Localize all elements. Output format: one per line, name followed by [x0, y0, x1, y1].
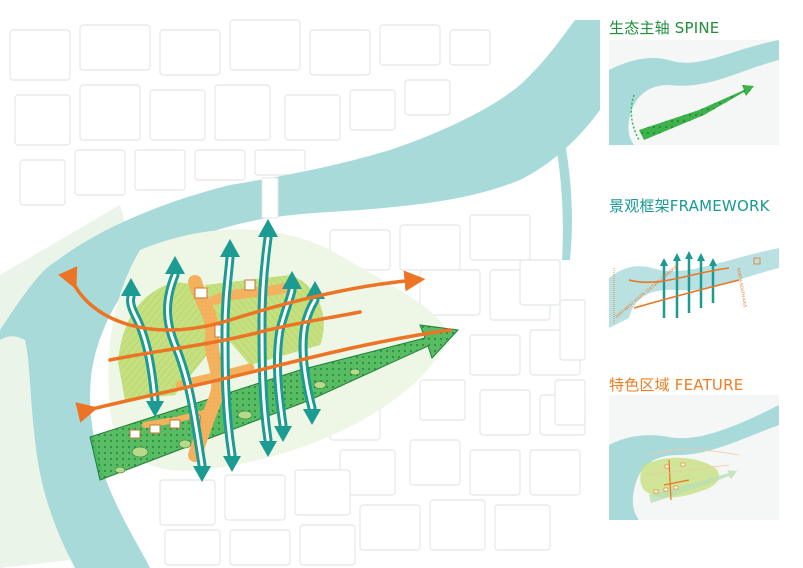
- city-block: [229, 19, 301, 71]
- city-block: [229, 529, 291, 566]
- city-block: [79, 24, 151, 71]
- city-block: [164, 529, 221, 566]
- city-block: [299, 524, 356, 566]
- city-block: [529, 449, 581, 496]
- teal-arrow-head: [258, 219, 278, 237]
- city-block: [519, 259, 561, 306]
- teal-arrow-tail: [193, 466, 211, 482]
- city-block: [409, 439, 461, 486]
- panel-title-framework: 景观框架FRAMEWORK: [609, 197, 770, 215]
- city-block: [309, 29, 371, 76]
- bridge: [261, 177, 279, 219]
- panel-title-spine: 生态主轴 SPINE: [609, 19, 720, 37]
- orange-arrow-north: [58, 266, 426, 332]
- teal-arrow-head: [220, 239, 240, 257]
- city-block: [559, 299, 586, 361]
- panel-title-feature: 特色区域 FEATURE: [609, 376, 744, 394]
- city-block: [554, 379, 586, 426]
- teal-arrow-inner: [129, 295, 157, 402]
- city-block: [404, 79, 451, 116]
- city-block: [74, 149, 126, 196]
- city-block: [159, 29, 221, 76]
- city-block: [214, 84, 271, 141]
- city-block: [479, 389, 531, 436]
- teal-arrow-tail: [303, 409, 321, 425]
- city-block: [469, 449, 521, 496]
- teal-arrow-inner: [301, 298, 317, 410]
- framework-ns-label: NORTH-SOUTH AXIS: [736, 267, 748, 308]
- city-block: [449, 29, 491, 66]
- city-block: [194, 149, 246, 181]
- city-block: [469, 334, 521, 376]
- teal-arrow-inner: [260, 236, 270, 442]
- city-block: [494, 504, 551, 551]
- city-block: [429, 499, 486, 551]
- city-block: [379, 24, 441, 66]
- city-block: [14, 94, 71, 146]
- city-block: [469, 214, 531, 261]
- city-block: [79, 84, 141, 141]
- teal-arrow-tail: [223, 456, 241, 472]
- city-block: [349, 89, 396, 131]
- city-block: [134, 149, 186, 191]
- city-block: [159, 479, 216, 526]
- city-block: [359, 504, 421, 551]
- city-block: [419, 379, 466, 421]
- city-block: [419, 269, 481, 316]
- canal: [552, 120, 572, 260]
- park-hatched-west-pattern: [118, 282, 215, 400]
- thumb-feature: [609, 395, 779, 520]
- orange-arrow-south: [75, 328, 452, 423]
- teal-arrow-tail: [274, 426, 292, 442]
- city-block: [284, 94, 341, 141]
- thumb-framework: EAST-WEST YOUTH CULTURE CORRIDOR NORTH-S…: [609, 218, 779, 328]
- city-block: [294, 469, 351, 516]
- thumb-spine: [609, 40, 779, 145]
- city-block: [9, 29, 71, 81]
- river: [0, 20, 600, 568]
- teal-arrow-inner: [275, 288, 294, 427]
- city-block: [399, 224, 461, 271]
- orange-arrow-middle: [108, 310, 362, 362]
- city-block: [19, 159, 66, 206]
- city-blocks: [9, 19, 586, 566]
- orange-arrows: [58, 266, 452, 423]
- city-block: [254, 149, 306, 176]
- city-block: [224, 474, 286, 521]
- teal-arrow-tail: [259, 441, 277, 457]
- teal-arrow-tail: [146, 401, 164, 417]
- city-block: [149, 89, 206, 141]
